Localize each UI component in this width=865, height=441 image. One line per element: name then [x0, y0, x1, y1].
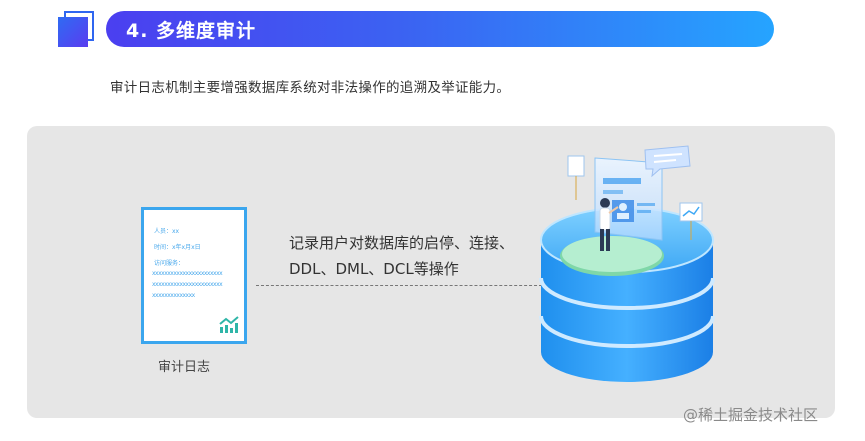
- header-bar: 4. 多维度审计: [106, 11, 774, 47]
- watermark: @稀土掘金技术社区: [683, 406, 819, 424]
- section-title: 4. 多维度审计: [126, 19, 257, 42]
- description-line-2: DDL、DML、DCL等操作: [289, 260, 459, 278]
- chart-icon: [219, 316, 239, 333]
- screen-icon: [567, 155, 703, 241]
- description-line-1: 记录用户对数据库的启停、连接、: [289, 234, 515, 252]
- header-square-fill: [58, 17, 88, 47]
- doc-xs-2: xxxxxxxxxxxxxxxxxxxxxxx: [152, 281, 223, 288]
- audit-log-document: 人员：xx 时间：x年x月x日 访问服务： xxxxxxxxxxxxxxxxxx…: [141, 207, 247, 344]
- database-icon: [539, 207, 715, 382]
- person-icon: [599, 198, 619, 251]
- doc-xs-3: xxxxxxxxxxxxxx: [152, 292, 195, 299]
- doc-line-person: 人员：xx: [154, 228, 180, 235]
- doc-xs-1: xxxxxxxxxxxxxxxxxxxxxxx: [152, 270, 223, 277]
- connector-dashed-line: [256, 285, 542, 286]
- doc-line-service: 访问服务：: [154, 260, 185, 267]
- chat-bubble-icon: [644, 145, 691, 178]
- intro-text: 审计日志机制主要增强数据库系统对非法操作的追溯及举证能力。: [110, 80, 511, 96]
- doc-line-time: 时间：x年x月x日: [154, 244, 201, 251]
- audit-log-caption: 审计日志: [158, 360, 211, 375]
